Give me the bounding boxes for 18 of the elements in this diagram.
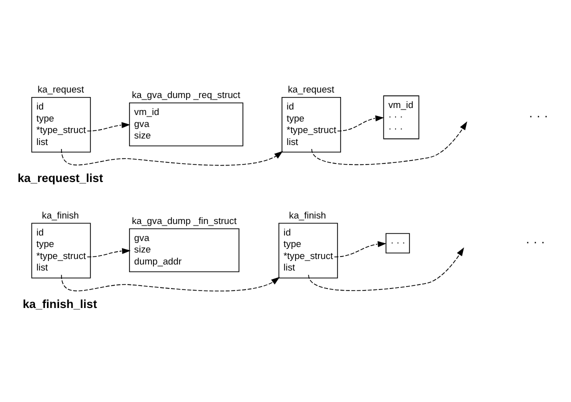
label: · · · bbox=[528, 108, 548, 123]
node-label: ka_request bbox=[288, 84, 334, 94]
arrow bbox=[86, 248, 131, 258]
node-label: ka_finish bbox=[289, 210, 326, 220]
arrow bbox=[61, 274, 280, 292]
label: ka_finish_list bbox=[22, 298, 97, 311]
node-label: ka_request bbox=[38, 84, 84, 94]
arrow bbox=[86, 122, 130, 132]
node-label: ka_gva_dump _fin_struct bbox=[132, 216, 237, 226]
label: ka_request_list bbox=[18, 172, 103, 185]
arrow bbox=[308, 247, 464, 291]
node-label: ka_finish bbox=[42, 210, 79, 220]
label: · · · bbox=[526, 234, 546, 249]
arrow bbox=[311, 121, 468, 166]
node-label: ka_gva_dump _req_struct bbox=[132, 90, 240, 100]
arrow bbox=[334, 241, 386, 258]
arrow bbox=[337, 115, 384, 132]
arrow bbox=[61, 148, 283, 166]
